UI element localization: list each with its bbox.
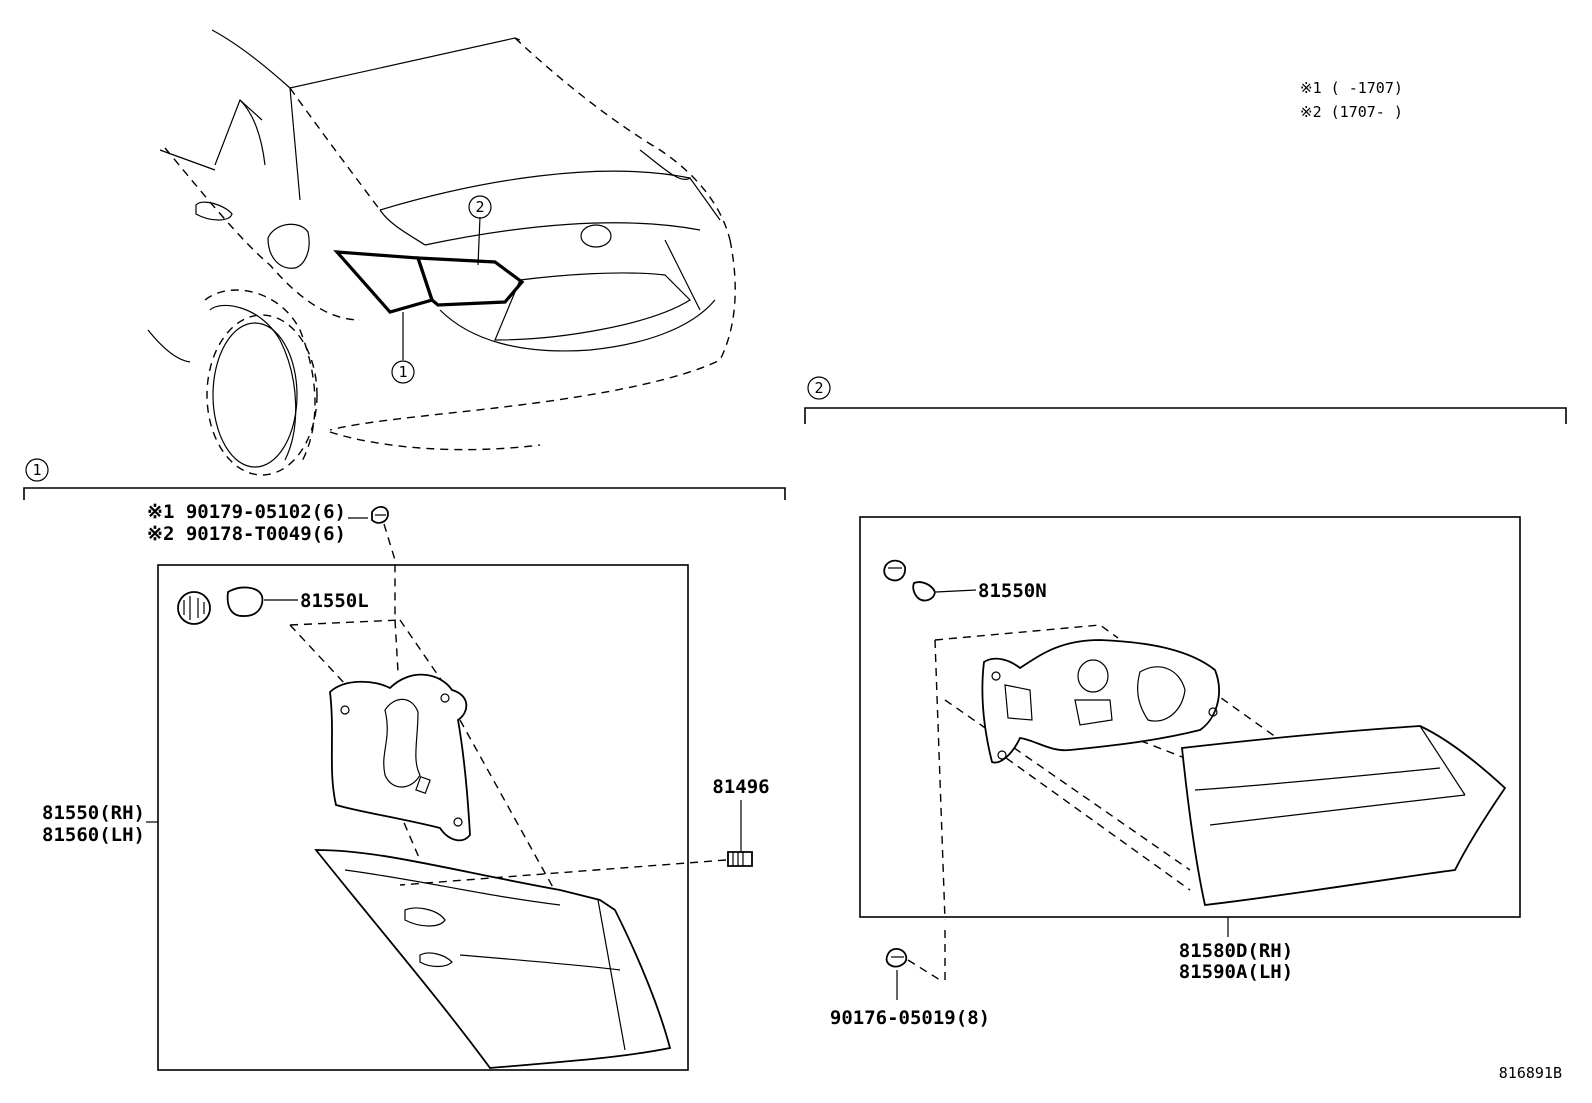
bulb-part-1 [226, 586, 264, 617]
car-bumper-bottom [329, 431, 541, 451]
gasket-hole-2 [440, 693, 450, 703]
callout-2-text: 2 [475, 198, 484, 216]
car-tire-outline [206, 314, 318, 476]
gasket-cutout [383, 698, 421, 788]
nut-part [885, 948, 908, 968]
car-pillar-inner [289, 87, 301, 201]
socket-part-1 [177, 591, 211, 625]
bulb-81550N-label: 81550N [978, 580, 1047, 602]
car-quarter-line [164, 147, 361, 321]
guide-1a [289, 619, 401, 626]
gasket2-cutout-3 [1137, 666, 1186, 722]
guide-1c [399, 619, 456, 701]
car-inner-tail-lamp [415, 256, 525, 307]
car-door-handle [195, 201, 233, 221]
section-2-bracket [804, 407, 1567, 424]
gasket2-hole-2 [1208, 707, 1218, 717]
nut-90176-label: 90176-05019(8) [830, 1007, 990, 1029]
car-fuel-door [267, 223, 310, 269]
car-spoiler [639, 149, 691, 180]
section-1-header: 1 [23, 458, 786, 500]
lamp-81590A-label: 81590A(LH) [1179, 961, 1293, 983]
car-sill [147, 329, 191, 363]
lamp-81550RH-label: 81550(RH) [42, 802, 145, 824]
car-rear-glass-edge [514, 37, 731, 241]
bolt-81496-part [727, 851, 753, 867]
car-callout-2: 2 [468, 195, 492, 219]
bulb-81550L-label: 81550L [300, 590, 369, 612]
fastener-note-1: ※1 90179-05102(6) [147, 501, 346, 523]
section-2-callout-text: 2 [814, 379, 823, 397]
car-callout-1: 1 [391, 360, 415, 384]
gasket-plate [329, 673, 471, 842]
gasket2-hole-3 [997, 750, 1007, 760]
gasket2-round-hole [1077, 659, 1109, 693]
bulb-81550N-leader [935, 589, 977, 593]
guide-2b [934, 639, 946, 921]
gasket2-hole-1 [991, 671, 1001, 681]
section-2-frame [859, 516, 1521, 918]
housing-edge [597, 899, 626, 1051]
section-1-bracket [23, 487, 786, 500]
bolt-81496-label: 81496 [712, 776, 769, 798]
car-bumper-dashed [329, 239, 736, 431]
car-wheel-arch-inner [209, 304, 297, 461]
inner-lamp-edge [1419, 725, 1466, 796]
gasket-tab [415, 775, 431, 795]
callout-1-text: 1 [398, 363, 407, 381]
section-2-header: 2 [804, 376, 1567, 424]
housing-crease-2 [459, 954, 621, 971]
car-emblem [580, 224, 612, 248]
gasket2-cutout-2 [1074, 699, 1113, 726]
car-tire [212, 322, 298, 468]
note-1: ※1 ( -1707) [1300, 79, 1403, 97]
clip-dashed-path [383, 523, 399, 673]
drawing-id: 816891B [1499, 1064, 1562, 1082]
guide-1e [459, 719, 561, 901]
housing-lens-2 [419, 952, 453, 968]
car-door-edge [159, 149, 216, 171]
gasket2-cutout-1 [1004, 684, 1033, 721]
guide-2f [1209, 689, 1281, 741]
lamp-81580D-label: 81580D(RH) [1179, 940, 1293, 962]
car-trunk-top [379, 170, 721, 221]
car-bumper-top [439, 299, 716, 352]
housing-lens-1 [404, 907, 446, 927]
gasket-hole-3 [453, 817, 463, 827]
car-c-pillar [289, 87, 381, 211]
lamp-81560LH-label: 81560(LH) [42, 824, 145, 846]
nut-dashed-path [907, 959, 941, 981]
car-roof-line [211, 29, 521, 89]
fastener-note-2: ※2 90178-T0049(6) [147, 523, 346, 545]
inner-lamp-crease-1 [1194, 767, 1441, 791]
car-window-frame [239, 99, 266, 166]
gasket-hole-1 [340, 705, 350, 715]
car-license-recess [494, 272, 691, 341]
clip-fastener-part [371, 506, 389, 524]
outer-lamp-housing [314, 849, 672, 1069]
section-1-callout-text: 1 [32, 461, 41, 479]
guide-2a [934, 624, 1119, 641]
car-trunk-lip [424, 222, 701, 246]
car-window-post [214, 98, 263, 166]
callout-2-leader [477, 216, 481, 266]
gasket-plate-2 [981, 639, 1220, 764]
car-trunk-side-edge [664, 239, 701, 311]
housing-crease-1 [344, 869, 561, 906]
bolt-dashed-path [399, 859, 727, 886]
car-rear-overview [147, 29, 736, 476]
car-trunk-left [379, 209, 426, 246]
inner-lamp-crease-2 [1209, 794, 1466, 826]
inner-lamp-housing [1181, 725, 1507, 906]
section-1-frame [157, 564, 689, 1071]
bulb-part-2 [912, 581, 936, 602]
car-wheel-arch [204, 289, 316, 466]
guide-2d [994, 749, 1191, 891]
socket-part-2 [883, 559, 906, 582]
note-2: ※2 (1707- ) [1300, 103, 1403, 121]
